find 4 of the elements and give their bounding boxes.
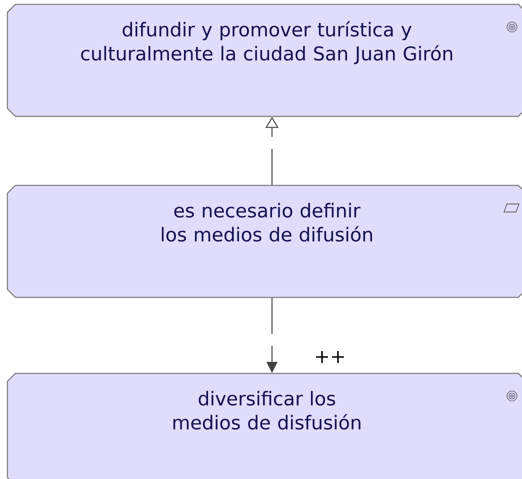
goal-box: diversificar los medios de disfusión <box>6 372 522 479</box>
goal-box: difundir y promover turística y culturalmente la ciudad San Juan Girón <box>6 4 522 117</box>
requirement-box: es necesario definir los medios de difusión <box>6 184 522 298</box>
edge-label: ++ <box>316 351 344 363</box>
